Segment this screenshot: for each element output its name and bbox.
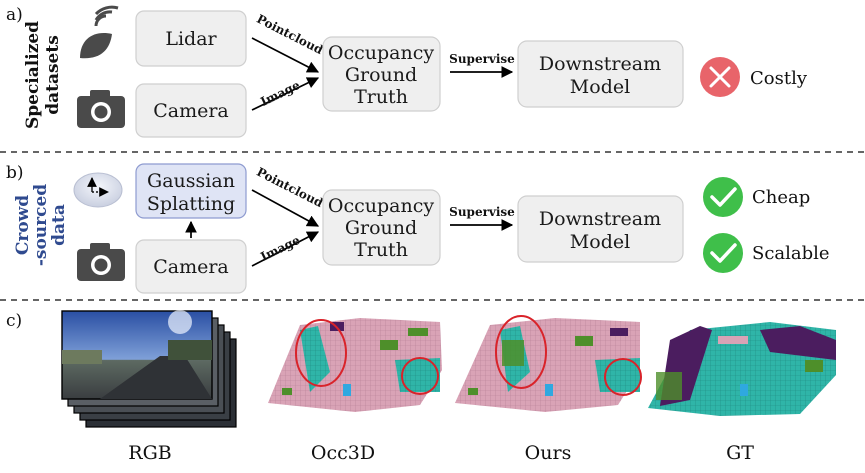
- check-circle-icon: [703, 177, 743, 217]
- occupancy-line-2-a: Ground: [345, 64, 417, 86]
- downstream-line-2-a: Model: [570, 76, 630, 98]
- occupancy-line-1-a: Occupancy: [328, 42, 434, 64]
- ours-occupancy-render: [455, 318, 640, 412]
- caption-ours: Ours: [525, 442, 572, 464]
- occupancy-box-a: [322, 36, 441, 112]
- section-b-side-label-1: Crowd: [13, 195, 33, 255]
- section-a-side-label-2: datasets: [43, 35, 63, 115]
- section-b-label: b): [6, 163, 24, 183]
- section-a-side-label-1: Specialized: [23, 21, 43, 129]
- section-b-side-label-2: -sourced: [31, 184, 51, 266]
- pointcloud-edge-label-a: Pointcloud: [254, 12, 326, 58]
- image-edge-label-b: Image: [258, 233, 302, 264]
- image-arrow-a: [251, 77, 320, 111]
- occupancy-line-2-b: Ground: [345, 217, 417, 239]
- downstream-line-1-b: Downstream: [539, 208, 661, 230]
- downstream-line-2-b: Model: [570, 231, 630, 253]
- section-a-label: a): [6, 5, 23, 25]
- pointcloud-edge-label-b: Pointcloud: [254, 165, 326, 211]
- downstream-box-b: [517, 195, 684, 263]
- status-costly: Costly: [750, 68, 808, 89]
- occ3d-highlight-circle-2: [401, 357, 439, 395]
- rgb-frame-stack: [61, 310, 237, 428]
- camera-icon: [77, 90, 125, 128]
- camera-label-a: Camera: [153, 100, 229, 122]
- pointcloud-arrow-b: [251, 189, 320, 227]
- lidar-label: Lidar: [165, 28, 217, 50]
- camera-label-b: Camera: [153, 256, 229, 278]
- occ3d-occupancy-render: [268, 318, 442, 412]
- ours-highlight-circle-1: [495, 315, 547, 389]
- ours-highlight-circle-2: [604, 358, 642, 396]
- occ3d-highlight-circle-1: [295, 319, 347, 387]
- downstream-box-a: [517, 40, 684, 108]
- caption-rgb: RGB: [128, 442, 171, 464]
- occupancy-line-3-a: Truth: [354, 86, 408, 108]
- downstream-line-1-a: Downstream: [539, 53, 661, 75]
- gaussian-box: [135, 163, 247, 219]
- gaussian-line-1: Gaussian: [147, 170, 235, 192]
- occupancy-box-b: [322, 189, 441, 266]
- caption-occ3d: Occ3D: [311, 442, 375, 464]
- pointcloud-arrow-a: [251, 37, 320, 73]
- section-b-side-label-3: data: [49, 204, 69, 246]
- camera-box-b: [135, 239, 247, 294]
- occupancy-line-3-b: Truth: [354, 239, 408, 261]
- section-c-label: c): [6, 311, 22, 331]
- gaussian-line-2: Splatting: [147, 193, 235, 215]
- camera-icon: [77, 243, 125, 281]
- check-circle-icon: [703, 233, 743, 273]
- caption-gt: GT: [726, 442, 754, 464]
- x-circle-icon: [700, 57, 740, 97]
- lidar-box: [135, 10, 247, 67]
- status-scalable: Scalable: [752, 243, 830, 264]
- occupancy-line-1-b: Occupancy: [328, 195, 434, 217]
- gt-occupancy-render: [648, 322, 836, 416]
- wifi-leaf-icon: [80, 5, 119, 59]
- status-cheap: Cheap: [752, 187, 810, 208]
- coordinate-disc-icon: [73, 172, 123, 208]
- supervise-edge-label-b: Supervise: [449, 205, 515, 219]
- supervise-edge-label-a: Supervise: [449, 52, 515, 66]
- image-arrow-b: [251, 231, 320, 267]
- camera-box-a: [135, 83, 247, 138]
- image-edge-label-a: Image: [258, 78, 302, 109]
